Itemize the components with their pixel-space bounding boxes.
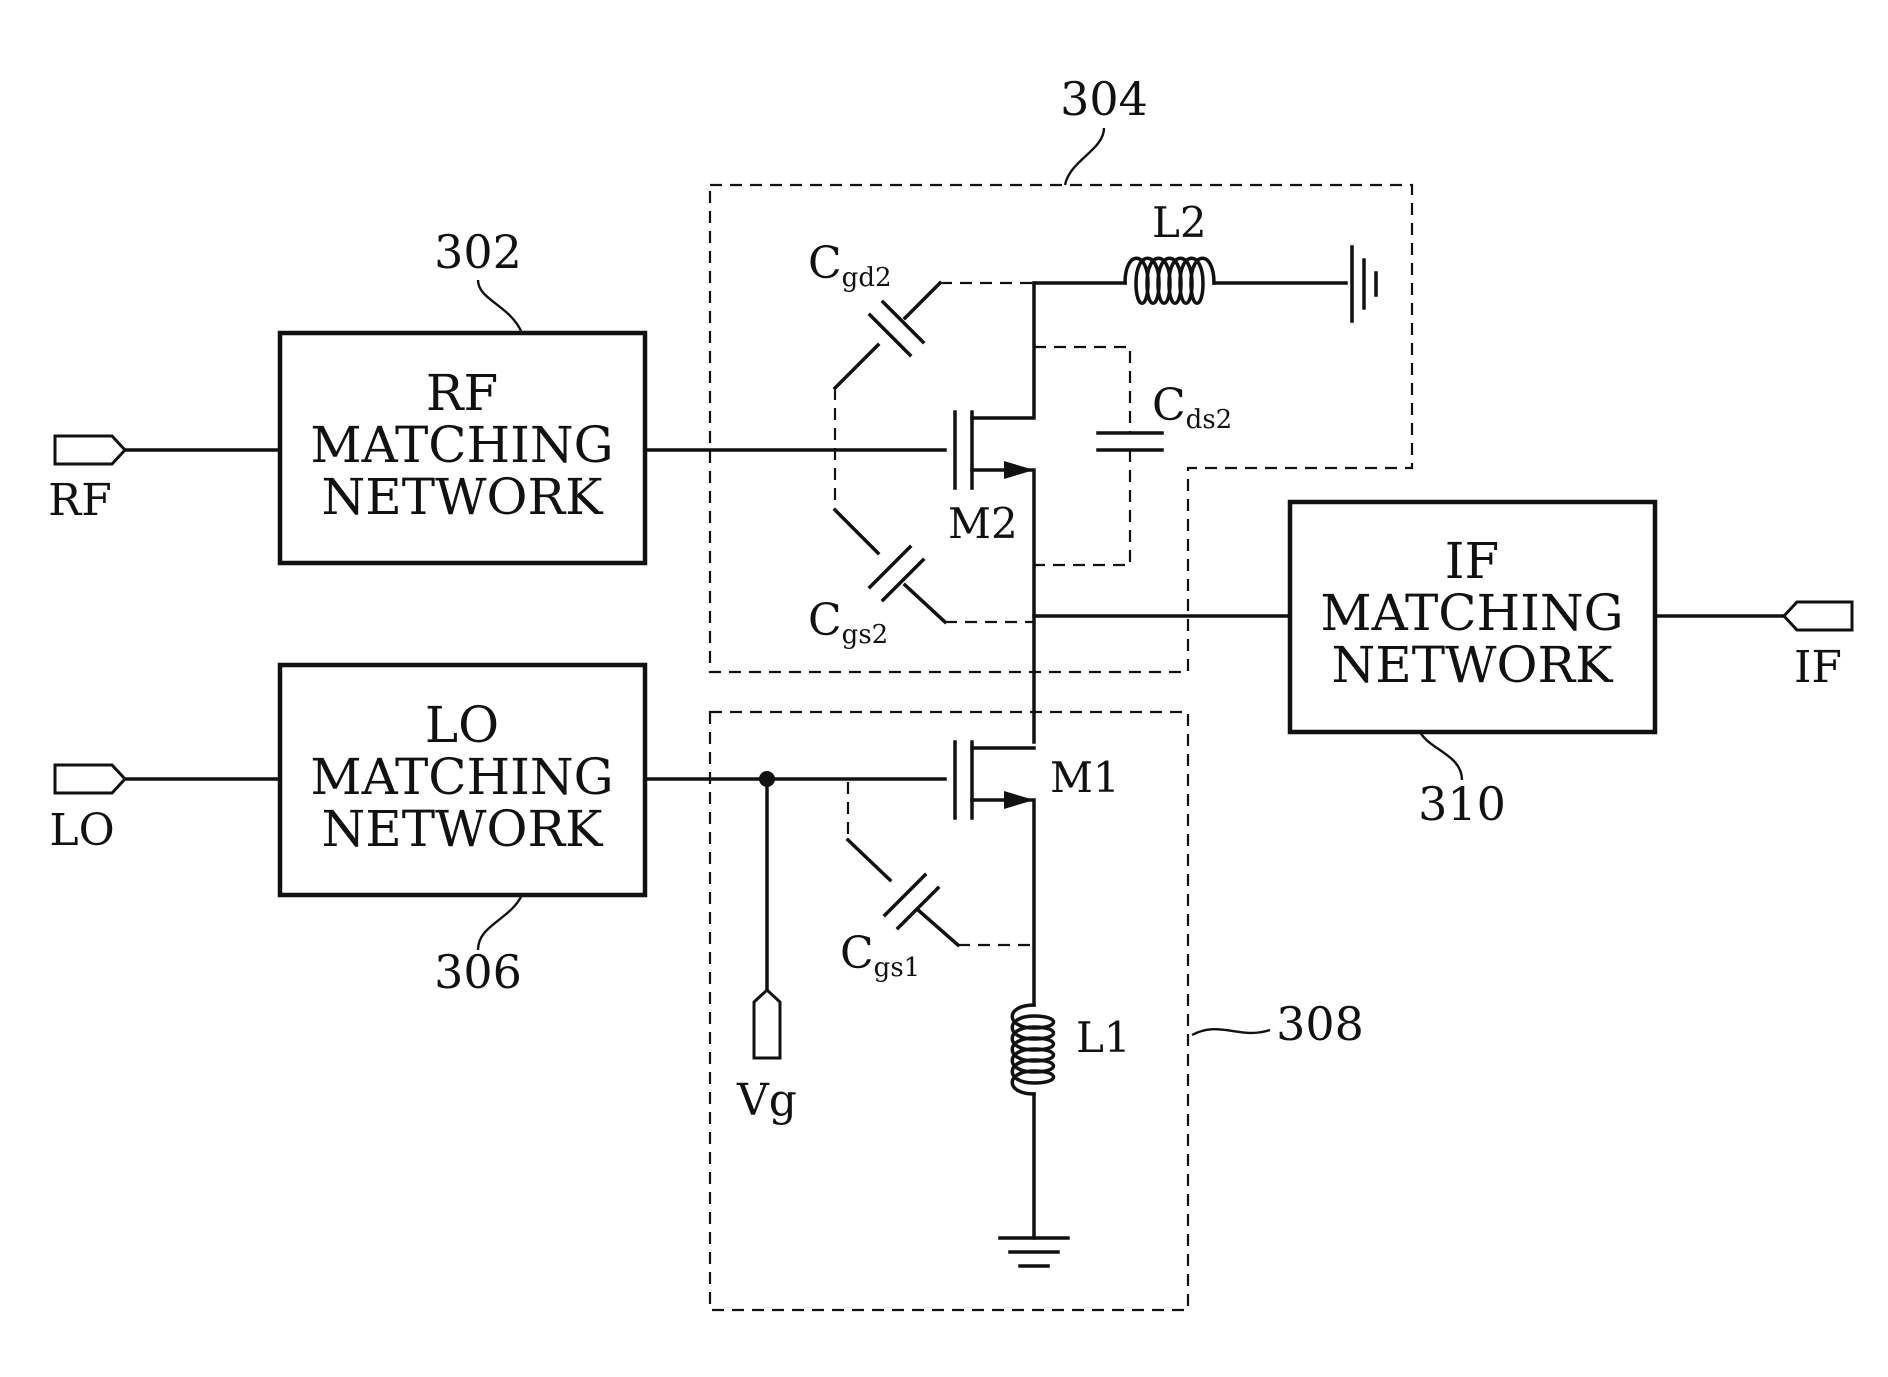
inductor-l1: L1 xyxy=(1012,1005,1130,1238)
ref-304-leader xyxy=(1065,128,1104,185)
l2-label: L2 xyxy=(1152,198,1207,247)
rf-port-label: RF xyxy=(48,475,112,526)
capacitor-cgs1: Cgs1 xyxy=(840,779,1034,983)
vg-port-label: Vg xyxy=(736,1075,797,1126)
if-port-label: IF xyxy=(1794,642,1842,693)
rf-port: RF xyxy=(48,436,125,526)
ref-306-label: 306 xyxy=(434,945,522,999)
if-block-line1: IF xyxy=(1445,532,1499,590)
capacitor-cgd2: Cgd2 xyxy=(808,238,1034,388)
lo-block-line3: NETWORK xyxy=(322,800,605,858)
inductor-l2: L2 xyxy=(1034,198,1346,303)
if-block-line3: NETWORK xyxy=(1332,636,1615,694)
vg-junction-dot xyxy=(759,771,775,787)
vg-port: Vg xyxy=(736,990,797,1126)
ref-304-label: 304 xyxy=(1060,72,1148,126)
lo-block-line2: MATCHING xyxy=(310,748,613,806)
l1-label: L1 xyxy=(1076,1013,1131,1062)
cgs2-label: Cgs2 xyxy=(808,595,888,650)
transistor-m1: M1 xyxy=(955,742,1120,1005)
ref-306-leader xyxy=(478,895,522,950)
rf-matching-network-block: RF MATCHING NETWORK xyxy=(280,333,645,563)
capacitor-cds2: Cds2 xyxy=(1034,347,1232,565)
ref-308-label: 308 xyxy=(1276,997,1364,1051)
if-port: IF xyxy=(1784,602,1852,693)
m1-label: M1 xyxy=(1050,753,1120,802)
if-block-line2: MATCHING xyxy=(1320,584,1623,642)
lo-matching-network-block: LO MATCHING NETWORK xyxy=(280,665,645,895)
ground-symbol-top xyxy=(1352,247,1376,321)
ref-302-label: 302 xyxy=(434,225,522,279)
rf-block-line3: NETWORK xyxy=(322,468,605,526)
lo-port-label: LO xyxy=(49,805,114,856)
lo-port: LO xyxy=(49,765,125,856)
rf-block-line1: RF xyxy=(426,364,498,422)
if-matching-network-block: IF MATCHING NETWORK xyxy=(1290,502,1655,732)
ground-symbol-bottom xyxy=(1000,1238,1068,1266)
ref-308-leader xyxy=(1192,1029,1270,1035)
cgs1-label: Cgs1 xyxy=(840,928,920,983)
lo-block-line1: LO xyxy=(425,696,499,754)
rf-block-line2: MATCHING xyxy=(310,416,613,474)
ref-302-leader xyxy=(478,280,522,333)
cds2-label: Cds2 xyxy=(1152,380,1232,435)
m2-label: M2 xyxy=(948,499,1018,548)
ref-310-leader xyxy=(1420,732,1462,780)
ref-310-label: 310 xyxy=(1418,777,1506,831)
transistor-m2: M2 xyxy=(948,283,1034,742)
cgd2-label: Cgd2 xyxy=(808,238,892,293)
